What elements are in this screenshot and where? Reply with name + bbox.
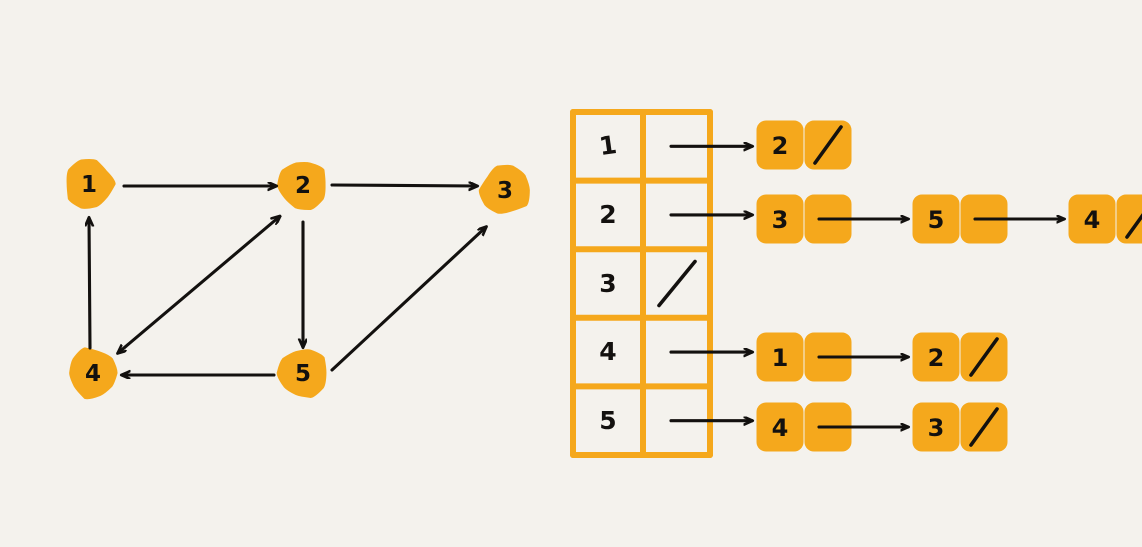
graph-node-4[interactable]: [69, 347, 118, 400]
graph-node-1[interactable]: [66, 158, 116, 209]
list-node-value-cell-2-0[interactable]: [756, 194, 804, 244]
adjacency-table-grid: [570, 109, 713, 458]
table-null-slash-3: [657, 259, 697, 308]
list-node-value-cell-4-1[interactable]: [912, 332, 960, 382]
list-null-slash-4-1: [969, 337, 999, 377]
list-node-value-cell-2-1[interactable]: [912, 194, 960, 244]
adjacency-table-pointers: [657, 146, 752, 420]
list-node-value-cell-5-1[interactable]: [912, 402, 960, 452]
graph-node-5[interactable]: [276, 349, 327, 398]
graph-node-3[interactable]: [478, 164, 530, 214]
adjacency-list-boxes: [756, 120, 1142, 452]
list-node-next-cell-2-2[interactable]: [1116, 194, 1142, 244]
adjacency-list-links: [813, 125, 1142, 447]
graph-edge-4-to-1: [89, 218, 90, 350]
list-node-value-cell-2-2[interactable]: [1068, 194, 1116, 244]
graph-edge-2-to-3: [330, 185, 477, 186]
graph-edge-shapes: [89, 185, 486, 375]
graph-edge-5-to-3: [330, 227, 486, 372]
list-node-value-cell-5-0[interactable]: [756, 402, 804, 452]
list-null-slash-1-0: [813, 125, 843, 165]
list-null-slash-2-2: [1125, 213, 1142, 239]
graph-edge-2-to-4: [118, 217, 279, 353]
list-node-value-cell-1-0[interactable]: [756, 120, 804, 170]
list-null-slash-5-1: [969, 407, 999, 447]
list-node-value-cell-4-0[interactable]: [756, 332, 804, 382]
graph-node-shapes: [66, 158, 530, 400]
